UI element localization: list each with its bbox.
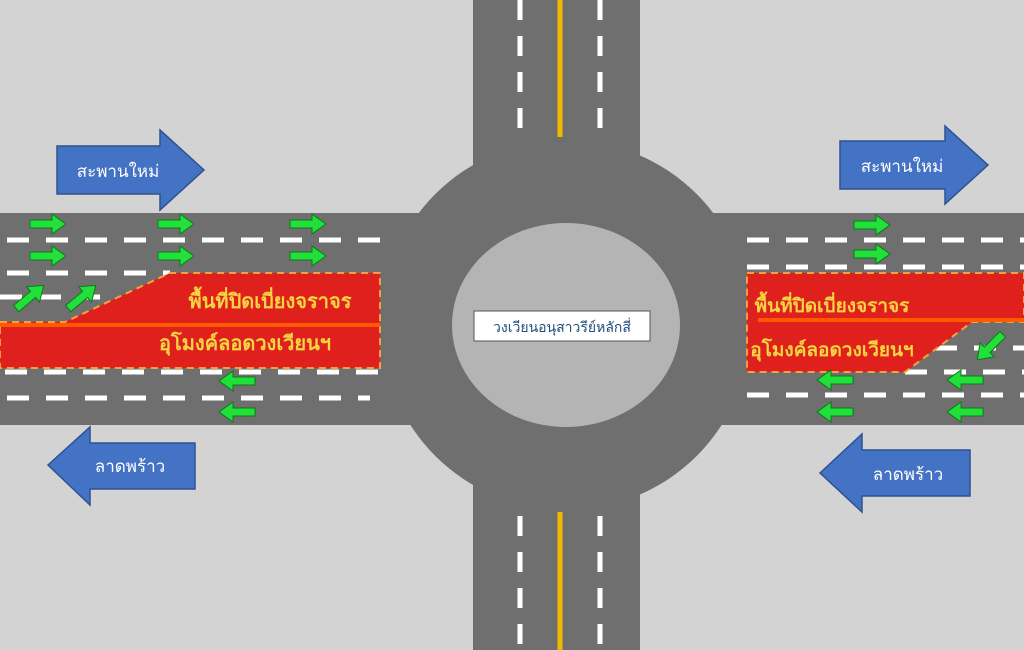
flow-arrow-icon: [218, 401, 256, 423]
closure-left-line1: พื้นที่ปิดเบี่ยงจราจร: [189, 286, 352, 313]
direction-arrow-right-bottom: ลาดพร้าว: [818, 432, 971, 514]
direction-label: สะพานใหม่: [861, 156, 944, 177]
flow-arrow-icon: [853, 214, 891, 236]
closure-left-line2: อุโมงค์ลอดวงเวียนฯ: [159, 331, 331, 356]
traffic-flow-arrows: [12, 213, 1007, 423]
flow-arrow-icon: [289, 213, 327, 235]
direction-label: สะพานใหม่: [77, 161, 160, 182]
flow-arrow-icon: [64, 284, 97, 313]
flow-arrow-icon: [946, 369, 984, 391]
direction-arrow-left-bottom: ลาดพร้าว: [46, 425, 196, 507]
direction-arrow-left-top: สะพานใหม่: [56, 128, 206, 212]
flow-arrow-icon: [946, 401, 984, 423]
flow-arrow-icon: [816, 369, 854, 391]
flow-arrow-icon: [289, 245, 327, 267]
direction-label: ลาดพร้าว: [95, 457, 165, 477]
direction-arrow-right-top: สะพานใหม่: [839, 124, 990, 206]
flow-arrow-icon: [29, 245, 67, 267]
flow-arrow-icon: [976, 330, 1007, 361]
horizontal-lane-markings: [0, 237, 1024, 401]
flow-arrow-icon: [218, 370, 256, 392]
direction-label: ลาดพร้าว: [873, 465, 943, 485]
flow-arrow-icon: [12, 284, 45, 313]
flow-arrow-icon: [157, 245, 195, 267]
closure-right-line2: อุโมงค์ลอดวงเวียนฯ: [750, 338, 913, 362]
flow-arrow-icon: [29, 213, 67, 235]
flow-arrow-icon: [853, 243, 891, 265]
flow-arrow-icon: [157, 213, 195, 235]
closure-zone-right: พื้นที่ปิดเบี่ยงจราจร อุโมงค์ลอดวงเวียนฯ: [746, 272, 1024, 373]
roundabout-label: วงเวียนอนุสาวรีย์หลักสี่: [473, 310, 651, 342]
closure-zone-left: พื้นที่ปิดเบี่ยงจราจร อุโมงค์ลอดวงเวียนฯ: [0, 272, 381, 369]
vertical-lane-markings: [517, 0, 603, 650]
flow-arrow-icon: [816, 401, 854, 423]
closure-right-line1: พื้นที่ปิดเบี่ยงจราจร: [755, 291, 911, 317]
roundabout-name: วงเวียนอนุสาวรีย์หลักสี่: [493, 318, 631, 336]
